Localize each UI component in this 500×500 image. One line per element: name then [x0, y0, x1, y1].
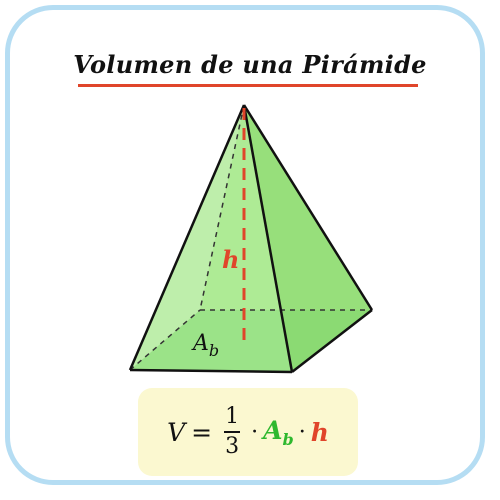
base-area-label: Ab: [191, 331, 219, 360]
formula-dot-2: ·: [298, 419, 306, 445]
edge-base-front: [129, 368, 293, 374]
term-area-main: A: [263, 415, 283, 445]
fraction-numerator: 1: [225, 403, 240, 429]
pyramid-left-face: [130, 105, 292, 372]
hidden-edge-apex: [199, 104, 245, 311]
term-area-sub: b: [282, 429, 294, 449]
page-title: Volumen de una Pirámide: [73, 50, 427, 79]
edge-apex-front: [242, 104, 294, 373]
formula-dot-1: ·: [251, 419, 259, 445]
base-area-label-main: A: [191, 331, 209, 356]
formula-box: V = 1 3 · Ab · h: [138, 388, 358, 476]
formula-term-area: Ab: [263, 416, 294, 449]
base-area-label-sub: b: [209, 341, 219, 360]
volume-formula: V = 1 3 · Ab · h: [138, 388, 358, 476]
edge-apex-right: [242, 104, 374, 311]
formula-fraction: 1 3: [224, 403, 241, 459]
height-label: h: [222, 245, 239, 274]
formula-equals: =: [191, 417, 213, 447]
edge-base-right: [291, 309, 373, 373]
title-underline: [78, 84, 418, 87]
formula-lhs: V: [167, 417, 186, 447]
fraction-bar: [224, 431, 241, 433]
fraction-denominator: 3: [225, 434, 240, 459]
formula-term-height: h: [310, 417, 329, 447]
pyramid-right-face: [244, 105, 372, 372]
edge-apex-left: [128, 104, 246, 371]
